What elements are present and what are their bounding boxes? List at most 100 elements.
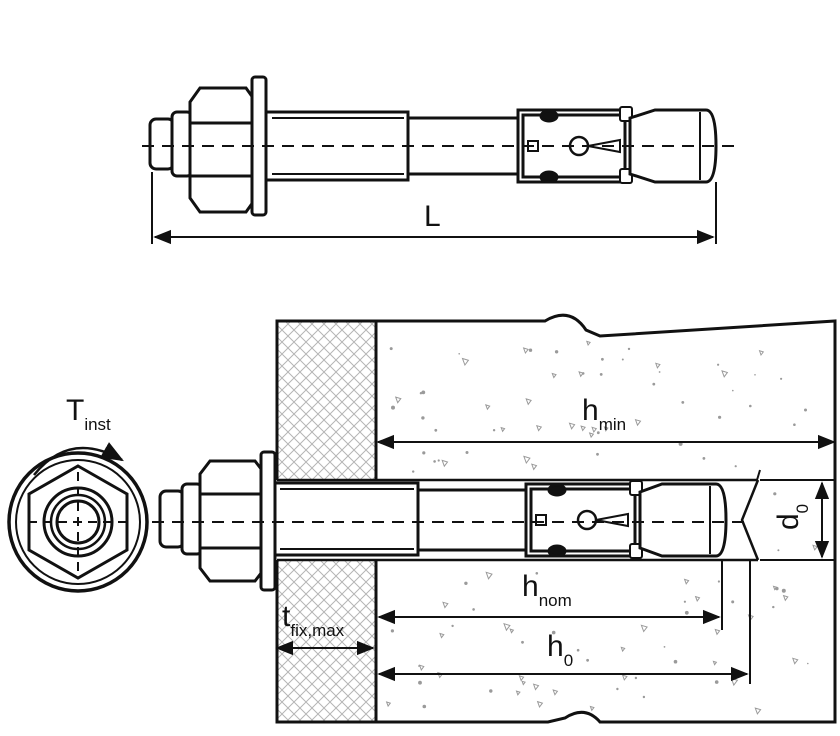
- concrete-aggregate: [754, 707, 762, 715]
- concrete-dot: [576, 648, 580, 652]
- torque-arrow: [33, 442, 124, 476]
- concrete-dot: [684, 610, 689, 615]
- concrete-aggregate: [591, 426, 598, 434]
- concrete-dot: [422, 451, 426, 455]
- concrete-aggregate: [530, 463, 538, 471]
- concrete-dot: [458, 353, 461, 355]
- concrete-dot: [754, 374, 756, 376]
- tfix-label: tfix,max: [282, 600, 345, 640]
- concrete-dot: [621, 358, 624, 361]
- concrete-dot: [489, 689, 493, 693]
- concrete-dot: [683, 600, 687, 603]
- concrete-aggregate: [500, 426, 506, 433]
- concrete-dot: [421, 390, 426, 395]
- concrete-dot: [554, 350, 559, 354]
- concrete-dot: [535, 572, 539, 575]
- concrete-dot: [714, 680, 719, 684]
- concrete-dot: [434, 428, 438, 432]
- concrete-dot: [437, 459, 440, 462]
- concrete-dot: [419, 392, 423, 395]
- concrete-dot: [551, 630, 556, 635]
- concrete-dot: [472, 608, 475, 611]
- concrete-aggregate: [694, 595, 701, 602]
- concrete-dot: [807, 662, 809, 665]
- concrete-aggregate: [442, 601, 449, 609]
- concrete-dot: [658, 371, 661, 373]
- concrete-dot: [781, 588, 786, 593]
- concrete-aggregate: [580, 425, 586, 432]
- concrete-dot: [702, 457, 706, 460]
- h0-label: h0: [547, 630, 573, 670]
- concrete-aggregate: [568, 422, 576, 430]
- concrete-dot: [652, 382, 656, 386]
- concrete-aggregate: [712, 660, 718, 666]
- concrete-aggregate: [791, 657, 799, 665]
- concrete-aggregate: [552, 689, 559, 696]
- concrete-dot: [387, 618, 391, 622]
- concrete-aggregate: [782, 594, 789, 602]
- concrete-dot: [627, 347, 631, 351]
- concrete-dot: [492, 429, 496, 432]
- concrete-aggregate: [522, 347, 529, 355]
- concrete-dot: [464, 581, 468, 585]
- concrete-aggregate: [515, 690, 521, 696]
- concrete-dot: [421, 416, 425, 420]
- concrete-dot: [412, 470, 415, 473]
- concrete-dot: [596, 431, 600, 435]
- concrete-aggregate: [772, 585, 778, 591]
- concrete-dot: [521, 640, 524, 644]
- concrete-dot: [731, 600, 735, 604]
- concrete-dot: [599, 373, 603, 376]
- concrete-dot: [642, 695, 646, 699]
- length-dimension: [151, 172, 717, 245]
- concrete-dot: [780, 377, 783, 380]
- concrete-aggregate: [758, 349, 765, 357]
- concrete-dot: [634, 676, 638, 680]
- concrete-aggregate: [585, 340, 591, 347]
- concrete-aggregate: [485, 571, 493, 580]
- concrete-dot: [596, 452, 599, 456]
- concrete-dot: [749, 404, 752, 408]
- concrete-dot: [389, 347, 393, 351]
- concrete-dot: [717, 580, 721, 583]
- concrete-dot: [732, 389, 734, 392]
- concrete-aggregate: [634, 418, 642, 427]
- concrete-aggregate: [714, 628, 721, 636]
- concrete-aggregate: [532, 683, 540, 691]
- concrete-aggregate: [484, 404, 491, 411]
- d0-label: d0: [772, 504, 812, 530]
- concrete-dot: [422, 704, 427, 709]
- concrete-dot: [793, 423, 796, 427]
- concrete-dot: [772, 605, 775, 609]
- concrete-dot: [718, 415, 722, 419]
- concrete-aggregate: [385, 701, 392, 708]
- concrete-aggregate: [536, 700, 544, 709]
- concrete-dot: [804, 408, 807, 412]
- concrete-dot: [418, 680, 422, 685]
- concrete-dot: [616, 687, 619, 691]
- concrete-aggregate: [603, 426, 609, 432]
- concrete-aggregate: [441, 459, 449, 468]
- concrete-aggregate: [394, 396, 402, 404]
- concrete-dot: [601, 357, 604, 361]
- torque-label: Tinst: [66, 394, 111, 434]
- concrete-aggregate: [551, 372, 557, 379]
- concrete-dot: [528, 348, 533, 352]
- concrete-dot: [586, 658, 589, 662]
- concrete-dot: [390, 629, 394, 633]
- concrete-aggregate: [503, 622, 511, 632]
- dimension-lines: [275, 434, 836, 684]
- concrete-aggregate: [589, 705, 595, 712]
- concrete-dot: [773, 492, 777, 496]
- concrete-dot: [663, 646, 666, 648]
- concrete-dot: [433, 460, 436, 463]
- concrete-dot: [717, 363, 720, 366]
- concrete-dot: [673, 659, 678, 664]
- concrete-aggregate: [521, 680, 526, 686]
- anchor-installed: [158, 450, 728, 592]
- concrete-aggregate: [655, 362, 661, 369]
- concrete-dot: [391, 405, 395, 410]
- concrete-dot: [681, 401, 685, 404]
- concrete-aggregate: [439, 632, 445, 639]
